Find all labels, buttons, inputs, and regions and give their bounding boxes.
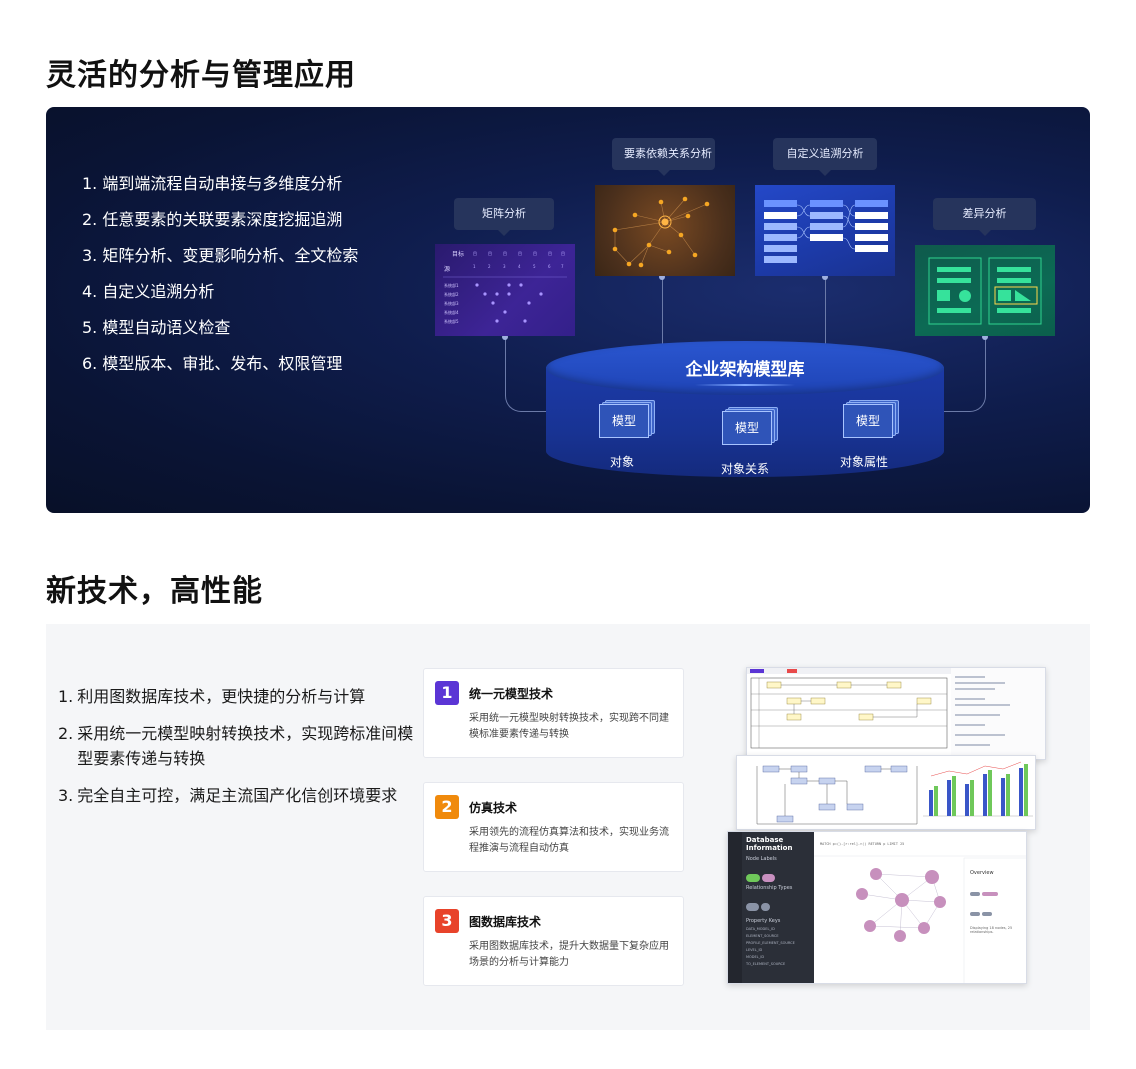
model-doc-icon: 模型 <box>722 407 778 449</box>
svg-text:1: 1 <box>473 264 476 269</box>
tech-card-title: 图数据库技术 <box>469 915 542 929</box>
overview-title: Overview <box>970 870 994 876</box>
connector-line <box>505 336 506 386</box>
tech-card-title: 统一元模型技术 <box>469 687 554 701</box>
matrix-row-label: 系统部2 <box>444 291 459 297</box>
model-repository-title: 企业架构模型库 <box>546 355 944 386</box>
svg-text:7: 7 <box>561 264 564 269</box>
connector-dot <box>502 334 508 340</box>
svg-text:目: 目 <box>533 251 537 256</box>
feature-item: 4. 自定义追溯分析 <box>82 282 215 301</box>
custom-trace-card <box>755 185 895 276</box>
dependency-graph <box>612 196 710 268</box>
feature-item: 3. 矩阵分析、变更影响分析、全文检索 <box>82 246 359 265</box>
connector-line <box>985 336 986 386</box>
matrix-analysis-card: 目标 源 目 目 目 目 目 目 目 1 2 3 4 5 6 7 系统部1 系统部2 系统部3 系统部4… <box>435 244 575 336</box>
feature-item: 2. 任意要素的关联要素深度挖掘追溯 <box>82 210 343 229</box>
label-diff-analysis: 差异分析 <box>933 198 1036 236</box>
svg-text:目: 目 <box>473 251 477 256</box>
label-element-dependency: 要素依赖关系分析 <box>612 138 715 176</box>
svg-text:4: 4 <box>518 264 521 269</box>
tech-panel: 1.利用图数据库技术，更快捷的分析与计算 2.采用统一元模型映射转换技术，实现跨… <box>46 624 1090 1030</box>
section-title-tech: 新技术，高性能 <box>46 574 263 609</box>
matrix-row-label: 系统部1 <box>444 282 459 288</box>
model-doc-icon: 模型 <box>843 400 899 442</box>
simulation-screenshot <box>736 755 1036 830</box>
process-model-screenshot <box>746 667 1046 760</box>
db-info-sidebar: Database Information Node Labels Relatio… <box>728 832 814 983</box>
svg-text:目: 目 <box>518 251 522 256</box>
matrix-grid: 目标 源 目 目 目 目 目 目 目 1 2 3 4 5 6 7 系统部1 系统部2 系统部3 系统部4… <box>443 250 567 324</box>
svg-text:2: 2 <box>488 264 491 269</box>
repository-item-caption: 对象关系 <box>720 462 769 476</box>
tech-card-title: 仿真技术 <box>469 801 518 815</box>
number-badge: 1 <box>435 681 459 705</box>
label-matrix-analysis: 矩阵分析 <box>454 198 554 236</box>
svg-text:6: 6 <box>548 264 551 269</box>
tech-point: 1.利用图数据库技术，更快捷的分析与计算 <box>58 687 366 706</box>
number-badge: 3 <box>435 909 459 933</box>
diff-analysis-card <box>915 245 1055 336</box>
number-badge: 2 <box>435 795 459 819</box>
connector-line <box>942 372 986 412</box>
connector-dot <box>822 274 828 280</box>
element-dependency-card <box>595 185 735 276</box>
graph-view: MATCH p=()-[r:rel]->() RETURN p LIMIT 25… <box>814 832 1026 983</box>
diff-compare-diagram <box>928 257 1042 325</box>
doc-label: 模型 <box>722 411 772 445</box>
doc-label: 模型 <box>843 404 893 438</box>
query-input[interactable]: MATCH p=()-[r:rel]->() RETURN p LIMIT 25 <box>820 842 905 846</box>
svg-text:目: 目 <box>548 251 552 256</box>
label-custom-trace: 自定义追溯分析 <box>773 138 877 176</box>
matrix-row-label: 系统部3 <box>444 300 459 306</box>
feature-item: 5. 模型自动语义检查 <box>82 318 231 337</box>
feature-item: 6. 模型版本、审批、发布、权限管理 <box>82 354 343 373</box>
svg-text:3: 3 <box>503 264 506 269</box>
tech-point: 2.采用统一元模型映射转换技术，实现跨标准间模型要素传递与转换 <box>58 724 414 768</box>
tech-point: 3.完全自主可控，满足主流国产化信创环境要求 <box>58 786 398 805</box>
connector-line <box>825 277 826 377</box>
tech-card-desc: 采用领先的流程仿真算法和技术，实现业务流程推演与流程自动仿真 <box>469 827 669 854</box>
connector-line <box>505 372 550 412</box>
matrix-row-label: 系统部4 <box>444 309 459 315</box>
matrix-header-target: 目标 <box>452 250 464 258</box>
tech-point-list: 1.利用图数据库技术，更快捷的分析与计算 2.采用统一元模型映射转换技术，实现跨… <box>58 684 418 820</box>
analysis-panel: 1. 端到端流程自动串接与多维度分析 2. 任意要素的关联要素深度挖掘追溯 3.… <box>46 107 1090 513</box>
prop-keys-heading: Property Keys <box>746 918 781 924</box>
node-labels-heading: Node Labels <box>746 856 777 862</box>
feature-list: 1. 端到端流程自动串接与多维度分析 2. 任意要素的关联要素深度挖掘追溯 3.… <box>82 173 358 389</box>
tech-card-simulation: 2 仿真技术 采用领先的流程仿真算法和技术，实现业务流程推演与流程自动仿真 <box>423 782 684 872</box>
svg-text:目: 目 <box>561 251 565 256</box>
tech-card-metamodel: 1 统一元模型技术 采用统一元模型映射转换技术，实现跨不同建模标准要素传递与转换 <box>423 668 684 758</box>
repository-item-caption: 对象 <box>609 455 634 469</box>
matrix-row-label: 系统部5 <box>444 318 459 324</box>
db-info-title: Database Information <box>746 836 793 852</box>
graph-database-screenshot: Database Information Node Labels Relatio… <box>727 831 1027 984</box>
svg-text:目: 目 <box>488 251 492 256</box>
section-title-analysis: 灵活的分析与管理应用 <box>46 58 356 93</box>
tech-card-graph-db: 3 图数据库技术 采用图数据库技术，提升大数据量下复杂应用场景的分析与计算能力 <box>423 896 684 986</box>
trace-table-diagram <box>764 200 888 263</box>
svg-text:5: 5 <box>533 264 536 269</box>
doc-label: 模型 <box>599 404 649 438</box>
connector-line <box>662 277 663 377</box>
repository-item-caption: 对象属性 <box>839 455 888 469</box>
connector-dot <box>659 274 665 280</box>
connector-dot <box>982 334 988 340</box>
rel-types-heading: Relationship Types <box>746 885 793 891</box>
displaying-summary: Displaying 18 nodes, 25 relationships. <box>970 926 1013 934</box>
tech-card-desc: 采用统一元模型映射转换技术，实现跨不同建模标准要素传递与转换 <box>469 713 669 740</box>
svg-text:目: 目 <box>503 251 507 256</box>
matrix-header-source: 源 <box>444 265 450 273</box>
feature-item: 1. 端到端流程自动串接与多维度分析 <box>82 174 343 193</box>
model-doc-icon: 模型 <box>599 400 655 442</box>
tech-card-desc: 采用图数据库技术，提升大数据量下复杂应用场景的分析与计算能力 <box>469 941 669 968</box>
